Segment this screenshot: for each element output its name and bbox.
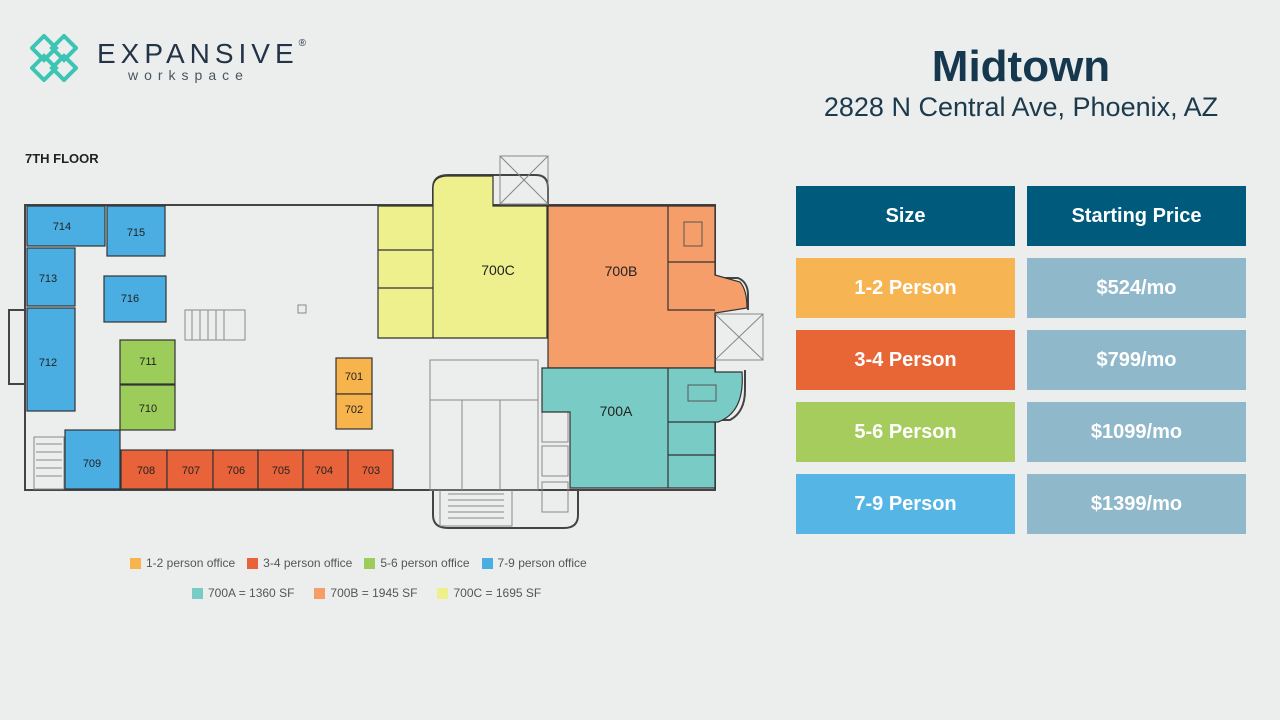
legend-item: 700A = 1360 SF (192, 586, 294, 600)
size-cell-3-4: 3-4 Person (796, 330, 1015, 390)
office-711[interactable] (119, 339, 176, 385)
column (297, 304, 307, 314)
label-703: 703 (362, 465, 380, 477)
suite-700b[interactable] (547, 205, 748, 369)
label-712: 712 (39, 357, 57, 369)
east-bay (715, 277, 749, 310)
label-700b: 700B (605, 263, 638, 279)
east-bay-2 (715, 370, 746, 421)
restrooms (429, 359, 539, 491)
elevator-2 (541, 445, 569, 477)
legend-swatch (247, 557, 259, 569)
legend-item: 5-6 person office (364, 556, 470, 570)
label-714: 714 (53, 221, 71, 233)
legend-item: 1-2 person office (130, 556, 235, 570)
office-702[interactable] (335, 393, 373, 430)
label-713: 713 (39, 273, 57, 285)
conference-table-icon-2 (687, 384, 717, 402)
legend-swatch (481, 557, 493, 569)
suite-700a[interactable] (541, 367, 743, 489)
legend-swatch (192, 587, 203, 599)
office-712[interactable] (26, 307, 76, 412)
legend-swatch (314, 587, 326, 599)
logo-name: EXPANSIVE® (97, 38, 307, 69)
label-716: 716 (121, 293, 139, 305)
price-cell-3-4: $799/mo (1027, 330, 1246, 390)
office-709[interactable] (64, 429, 121, 490)
label-710: 710 (139, 403, 157, 415)
size-cell-5-6: 5-6 Person (796, 402, 1015, 462)
south-stair (439, 489, 513, 527)
office-706[interactable] (212, 449, 259, 490)
size-cell-7-9: 7-9 Person (796, 474, 1015, 534)
page-title: Midtown (931, 42, 1111, 91)
label-706: 706 (227, 465, 245, 477)
label-701: 701 (345, 371, 363, 383)
logo-mark-icon (30, 34, 78, 82)
label-700a: 700A (600, 403, 633, 419)
label-708: 708 (137, 465, 155, 477)
label-705: 705 (272, 465, 290, 477)
elevator-1 (541, 411, 569, 443)
office-701[interactable] (335, 357, 373, 395)
legend-item: 700B = 1945 SF (314, 586, 417, 600)
address: 2828 N Central Ave, Phoenix, AZ (823, 92, 1219, 122)
header-price: Starting Price (1027, 186, 1246, 246)
office-704[interactable] (302, 449, 349, 490)
office-713[interactable] (26, 247, 76, 307)
office-710[interactable] (119, 384, 176, 431)
legend-offices: 1-2 person office 3-4 person office 5-6 … (130, 556, 599, 570)
legend-swatch (130, 557, 141, 569)
legend-item: 7-9 person office (481, 556, 587, 570)
price-cell-1-2: $524/mo (1027, 258, 1246, 318)
conference-table-icon (683, 221, 703, 247)
west-balcony (8, 309, 26, 385)
office-708[interactable] (120, 449, 168, 490)
label-704: 704 (315, 465, 333, 477)
south-wing (432, 490, 579, 529)
floor-label: 7TH FLOOR (25, 151, 99, 166)
legend-swatch (364, 557, 376, 569)
legend-item: 700C = 1695 SF (437, 586, 541, 600)
label-707: 707 (182, 465, 200, 477)
office-715[interactable] (106, 205, 166, 257)
label-715: 715 (127, 227, 145, 239)
label-711: 711 (139, 356, 157, 368)
west-stair (184, 309, 246, 341)
office-716[interactable] (103, 275, 167, 323)
legend-suites: 700A = 1360 SF 700B = 1945 SF 700C = 169… (192, 586, 553, 600)
legend-item: 3-4 person office (247, 556, 352, 570)
office-703[interactable] (347, 449, 394, 490)
label-702: 702 (345, 404, 363, 416)
sw-stair (33, 436, 65, 490)
header-size: Size (796, 186, 1015, 246)
north-stair (499, 155, 549, 205)
label-709: 709 (83, 458, 101, 470)
price-cell-7-9: $1399/mo (1027, 474, 1246, 534)
logo-subtitle: workspace (128, 67, 249, 83)
elevator-3 (541, 481, 569, 513)
suite-700c[interactable] (377, 175, 548, 339)
office-714[interactable] (26, 205, 106, 247)
legend-swatch (437, 587, 449, 599)
size-cell-1-2: 1-2 Person (796, 258, 1015, 318)
price-cell-5-6: $1099/mo (1027, 402, 1246, 462)
floor-plan: 714 715 713 716 712 711 710 709 708 707 … (8, 155, 764, 529)
label-700c: 700C (481, 262, 514, 278)
